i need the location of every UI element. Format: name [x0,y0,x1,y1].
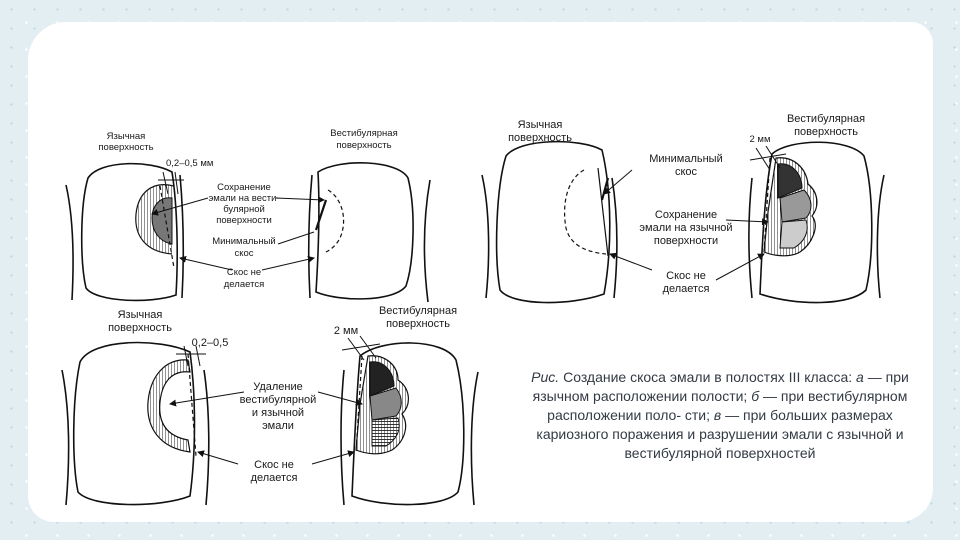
figure-caption: Рис. Создание скоса эмали в полостях III… [524,368,916,463]
c-removal-4: эмали [262,420,294,432]
tooth-outline-b-right [759,141,873,304]
caption-prefix: Рис. [531,369,560,385]
c-lingual-label-2: поверхность [108,322,172,334]
a-min-bevel-2: скос [234,248,253,259]
b-lingual-label-2: поверхность [508,132,572,144]
caption-c-letter: в [713,407,722,423]
caption-b-text: — при вестибулярном расположении поло- с… [547,388,908,423]
caption-a-letter: а [856,369,864,385]
a-enamel-keep-4: поверхности [216,215,272,226]
caption-c-text: — при больших размерах кариозного пораже… [536,407,904,461]
panel-a [65,162,431,303]
panel-b [481,140,885,304]
a-no-bevel-2: делается [224,279,264,290]
tooth-outline-b-left [495,140,611,304]
a-vestibular-label-1: Вестибулярная [330,128,397,139]
panel-c-labels: Язычная поверхность Вестибулярная поверх… [108,305,457,484]
tooth-outline-c-right [351,342,465,506]
tooth-outline-c-left [72,341,196,506]
a-lingual-label-1: Язычная [107,131,146,142]
c-measure-right: 2 мм [334,325,358,337]
b-enamel-keep-2: эмали на язычной [639,222,732,234]
c-removal-3: и язычной [252,407,304,419]
caption-b-letter: б [751,388,760,404]
c-no-bevel-1: Скос не [254,459,294,471]
c-vestibular-label-1: Вестибулярная [379,305,457,317]
b-min-bevel-1: Минимальный [649,153,722,165]
a-no-bevel-1: Скос не [227,267,261,278]
panel-b-labels: Язычная поверхность Вестибулярная поверх… [508,113,865,295]
c-removal-2: вестибулярной [240,394,317,406]
b-min-bevel-2: скос [675,166,698,178]
b-enamel-keep-1: Сохранение [655,209,717,221]
b-no-bevel-2: делается [663,283,710,295]
caption-title: Создание скоса эмали в полостях III клас… [563,369,853,385]
a-enamel-keep-3: булярной [223,204,265,215]
c-vestibular-label-2: поверхность [386,318,450,330]
c-no-bevel-2: делается [251,472,298,484]
a-vestibular-label-2: поверхность [336,140,391,151]
a-measure: 0,2–0,5 мм [166,158,213,169]
caption-a-text: — при язычном расположении полости; [532,369,909,404]
a-enamel-keep-2: эмали на вести- [208,193,279,204]
a-lingual-label-2: поверхность [98,142,153,153]
c-removal-1: Удаление [253,381,303,393]
a-enamel-keep-1: Сохранение [217,182,271,193]
a-min-bevel-1: Минимальный [212,236,275,247]
b-vestibular-label-2: поверхность [794,126,858,138]
panel-c [61,335,479,506]
b-vestibular-label-1: Вестибулярная [787,113,865,125]
panel-a-labels: Язычная поверхность Вестибулярная поверх… [98,128,397,290]
c-lingual-label-1: Язычная [118,309,163,321]
b-measure: 2 мм [750,134,771,145]
b-enamel-keep-3: поверхности [654,235,718,247]
tooth-outline-a-left [80,162,178,302]
b-no-bevel-1: Скос не [666,270,706,282]
b-lingual-label-1: Язычная [518,119,563,131]
c-measure-left: 0,2–0,5 [192,337,229,349]
tooth-outline-a-right [315,162,414,300]
